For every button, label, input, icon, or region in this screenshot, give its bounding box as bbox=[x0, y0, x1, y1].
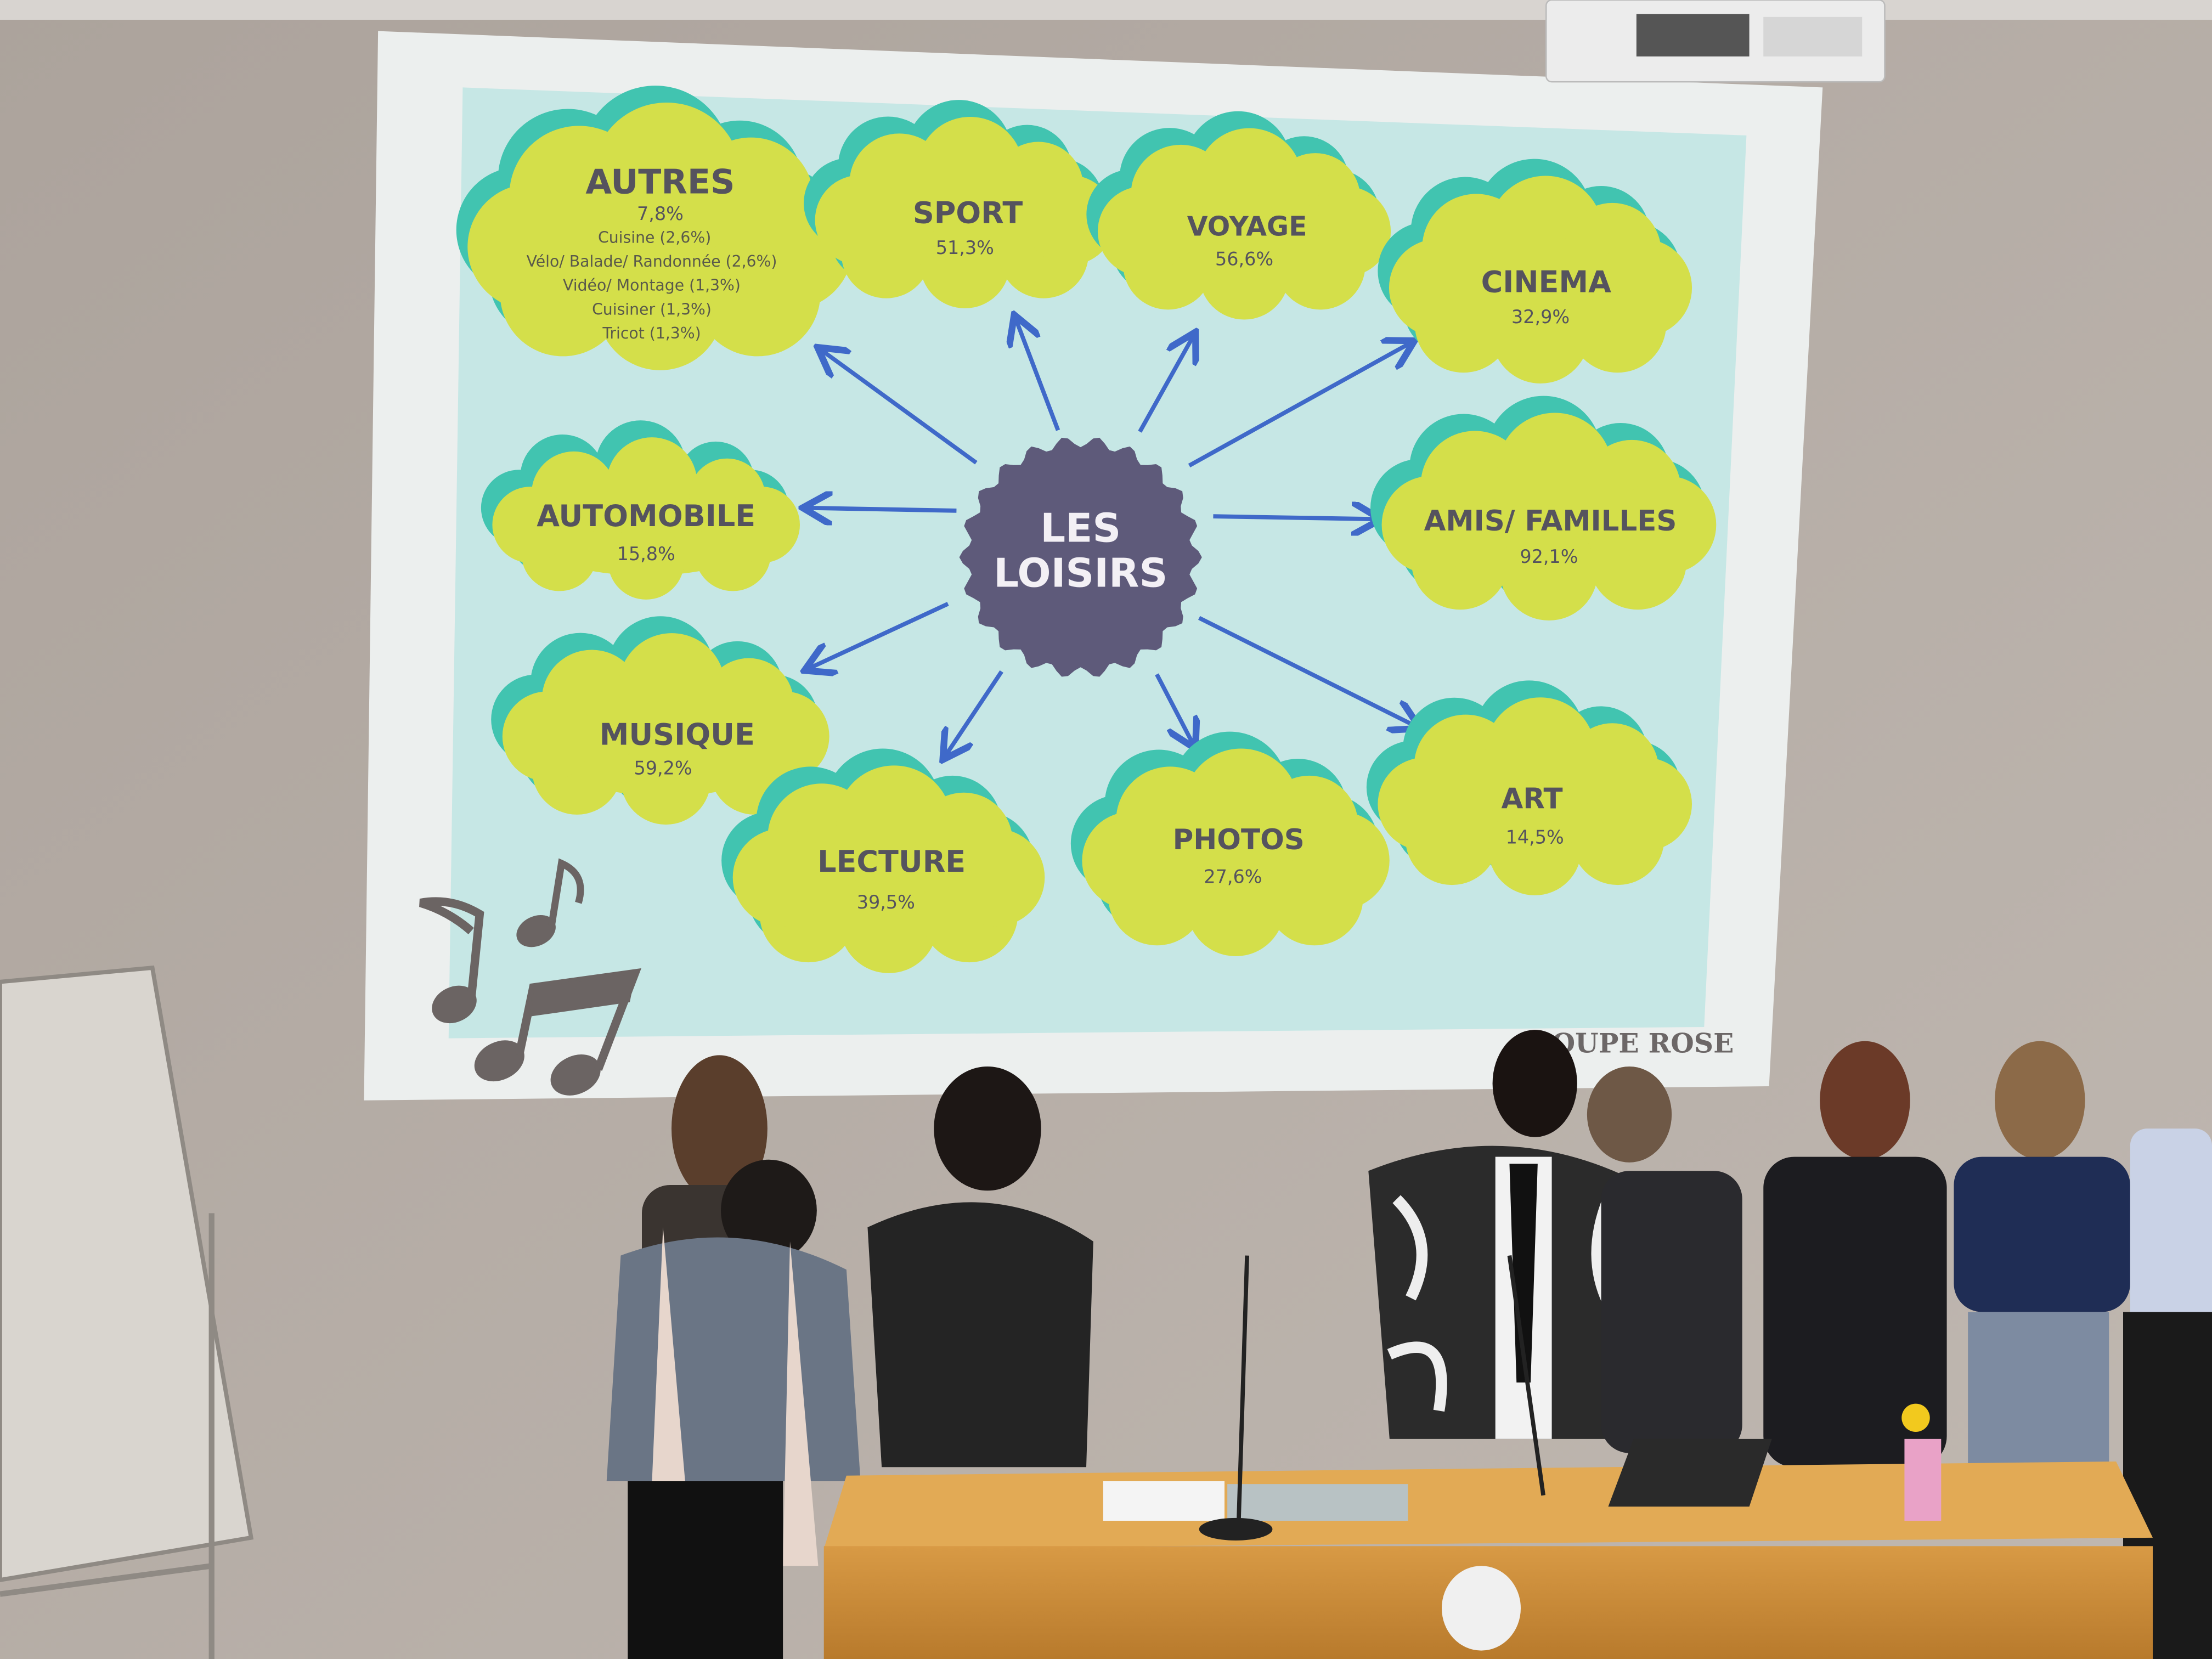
cloud-amis bbox=[1381, 413, 1717, 621]
person bbox=[1954, 1041, 2130, 1468]
arrow-cinema bbox=[1188, 343, 1411, 467]
autres-detail: Cuisiner (1,3%) bbox=[592, 300, 712, 318]
voyage-title: VOYAGE bbox=[1187, 211, 1307, 242]
photos-percent: 27,6% bbox=[1204, 866, 1262, 888]
cloud-autres bbox=[467, 102, 853, 370]
lecture-title: LECTURE bbox=[817, 844, 966, 879]
arrow-photos bbox=[1155, 673, 1194, 745]
tablet bbox=[1227, 1484, 1408, 1521]
automobile-title: AUTOMOBILE bbox=[537, 499, 755, 533]
flower bbox=[1901, 1403, 1930, 1432]
autres-title: AUTRES bbox=[585, 162, 735, 201]
cloud-sport bbox=[815, 117, 1115, 308]
arrow-autres bbox=[821, 350, 978, 465]
cloud-automobile bbox=[492, 437, 800, 600]
cloud-lecture bbox=[732, 765, 1045, 973]
sport-percent: 51,3% bbox=[936, 237, 994, 258]
person bbox=[2123, 1128, 2212, 1659]
arrow-lecture bbox=[945, 670, 1003, 756]
arrow-sport bbox=[1015, 319, 1060, 431]
person bbox=[606, 1159, 861, 1659]
autres-percent: 7,8% bbox=[637, 203, 684, 224]
automobile-percent: 15,8% bbox=[617, 543, 675, 565]
photos-title: PHOTOS bbox=[1173, 823, 1305, 856]
microphone bbox=[1507, 1255, 1545, 1496]
art-title: ART bbox=[1502, 782, 1563, 815]
person bbox=[867, 1066, 1093, 1468]
amis-familles-title: AMIS/ FAMILLES bbox=[1424, 505, 1677, 538]
musique-percent: 59,2% bbox=[634, 758, 692, 779]
person bbox=[1763, 1041, 1947, 1468]
cinema-title: CINEMA bbox=[1481, 264, 1612, 299]
voyage-percent: 56,6% bbox=[1215, 248, 1273, 269]
musique-title: MUSIQUE bbox=[600, 718, 755, 752]
music-notes-icon bbox=[419, 858, 642, 1096]
autres-detail: Vidéo/ Montage (1,3%) bbox=[563, 276, 741, 295]
cloud-voyage bbox=[1097, 128, 1391, 320]
projector bbox=[1545, 0, 1886, 83]
center-title-line1: LES bbox=[1040, 505, 1121, 551]
person bbox=[1587, 1066, 1742, 1453]
autres-detail: Vélo/ Balade/ Randonnée (2,6%) bbox=[527, 252, 777, 270]
cloud-art bbox=[1378, 697, 1692, 895]
amis-familles-percent: 92,1% bbox=[1520, 546, 1578, 567]
arrow-amis bbox=[1213, 516, 1376, 519]
group-name-label: OUPE ROSE bbox=[1552, 1027, 1734, 1059]
desk bbox=[823, 1255, 2153, 1659]
center-badge: LES LOISIRS bbox=[959, 437, 1202, 677]
arrow-voyage bbox=[1138, 336, 1194, 433]
autres-detail: Cuisine (2,6%) bbox=[598, 228, 711, 246]
flipchart bbox=[0, 965, 254, 1659]
presenters bbox=[606, 1030, 2212, 1659]
cinema-percent: 32,9% bbox=[1511, 306, 1570, 328]
arrows bbox=[807, 319, 1417, 756]
lecture-percent: 39,5% bbox=[857, 891, 915, 913]
cloud-cinema bbox=[1389, 176, 1692, 384]
paper bbox=[1103, 1481, 1224, 1521]
cloud-photos bbox=[1082, 748, 1390, 957]
cloud-musique bbox=[502, 633, 830, 825]
arrow-automobile bbox=[807, 508, 957, 511]
autres-detail: Tricot (1,3%) bbox=[602, 324, 701, 342]
cloud-labels: AUTRES 7,8% Cuisine (2,6%) Vélo/ Balade/… bbox=[527, 162, 1677, 913]
center-title-line2: LOISIRS bbox=[994, 550, 1167, 596]
microphone bbox=[1236, 1255, 1249, 1524]
flower-vase bbox=[1904, 1438, 1942, 1521]
arrow-art bbox=[1198, 616, 1417, 726]
art-percent: 14,5% bbox=[1506, 827, 1564, 848]
laptop bbox=[1608, 1438, 1772, 1507]
arrow-musique bbox=[808, 602, 949, 669]
sport-title: SPORT bbox=[913, 195, 1023, 230]
wifi-access-point bbox=[1442, 1566, 1521, 1651]
clouds bbox=[456, 86, 1717, 973]
